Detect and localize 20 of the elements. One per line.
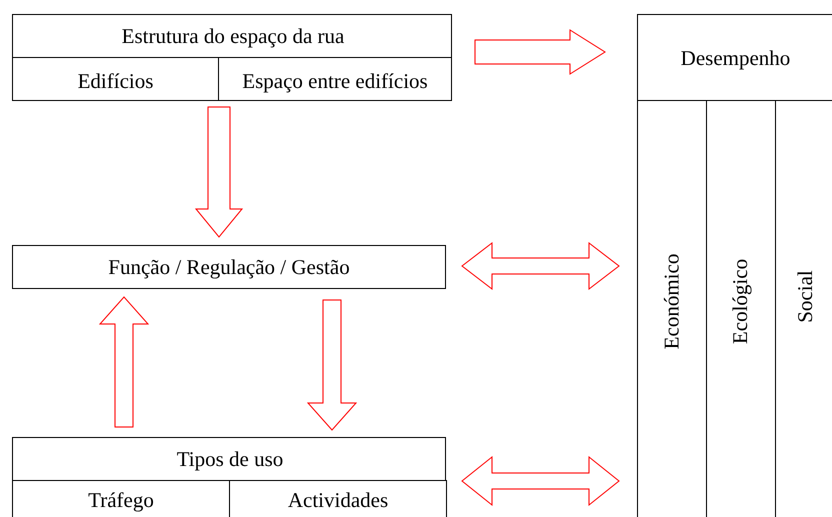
node-label: Estrutura do espaço da rua <box>122 24 344 49</box>
node-label: Ecológico <box>728 258 754 344</box>
node-label: Actividades <box>288 488 388 512</box>
text-box <box>12 437 446 517</box>
block-arrow <box>474 29 606 75</box>
block-arrow <box>306 300 358 431</box>
node-label: Espaço entre edifícios <box>242 68 428 94</box>
block-arrow <box>194 106 244 238</box>
block-arrow <box>461 456 620 506</box>
node-label: Tipos de uso <box>176 447 284 472</box>
node-label: Função / Regulação / Gestão <box>108 254 350 280</box>
block-arrow <box>98 296 150 428</box>
text-box <box>12 245 446 289</box>
node-label: Tráfego <box>88 488 154 512</box>
block-arrow <box>461 242 620 290</box>
node-label: Económico <box>660 253 684 349</box>
text-box <box>12 14 452 101</box>
node-label: Social <box>792 270 818 322</box>
node-label: Desempenho <box>680 46 790 70</box>
node-label: Edifícios <box>78 68 154 94</box>
